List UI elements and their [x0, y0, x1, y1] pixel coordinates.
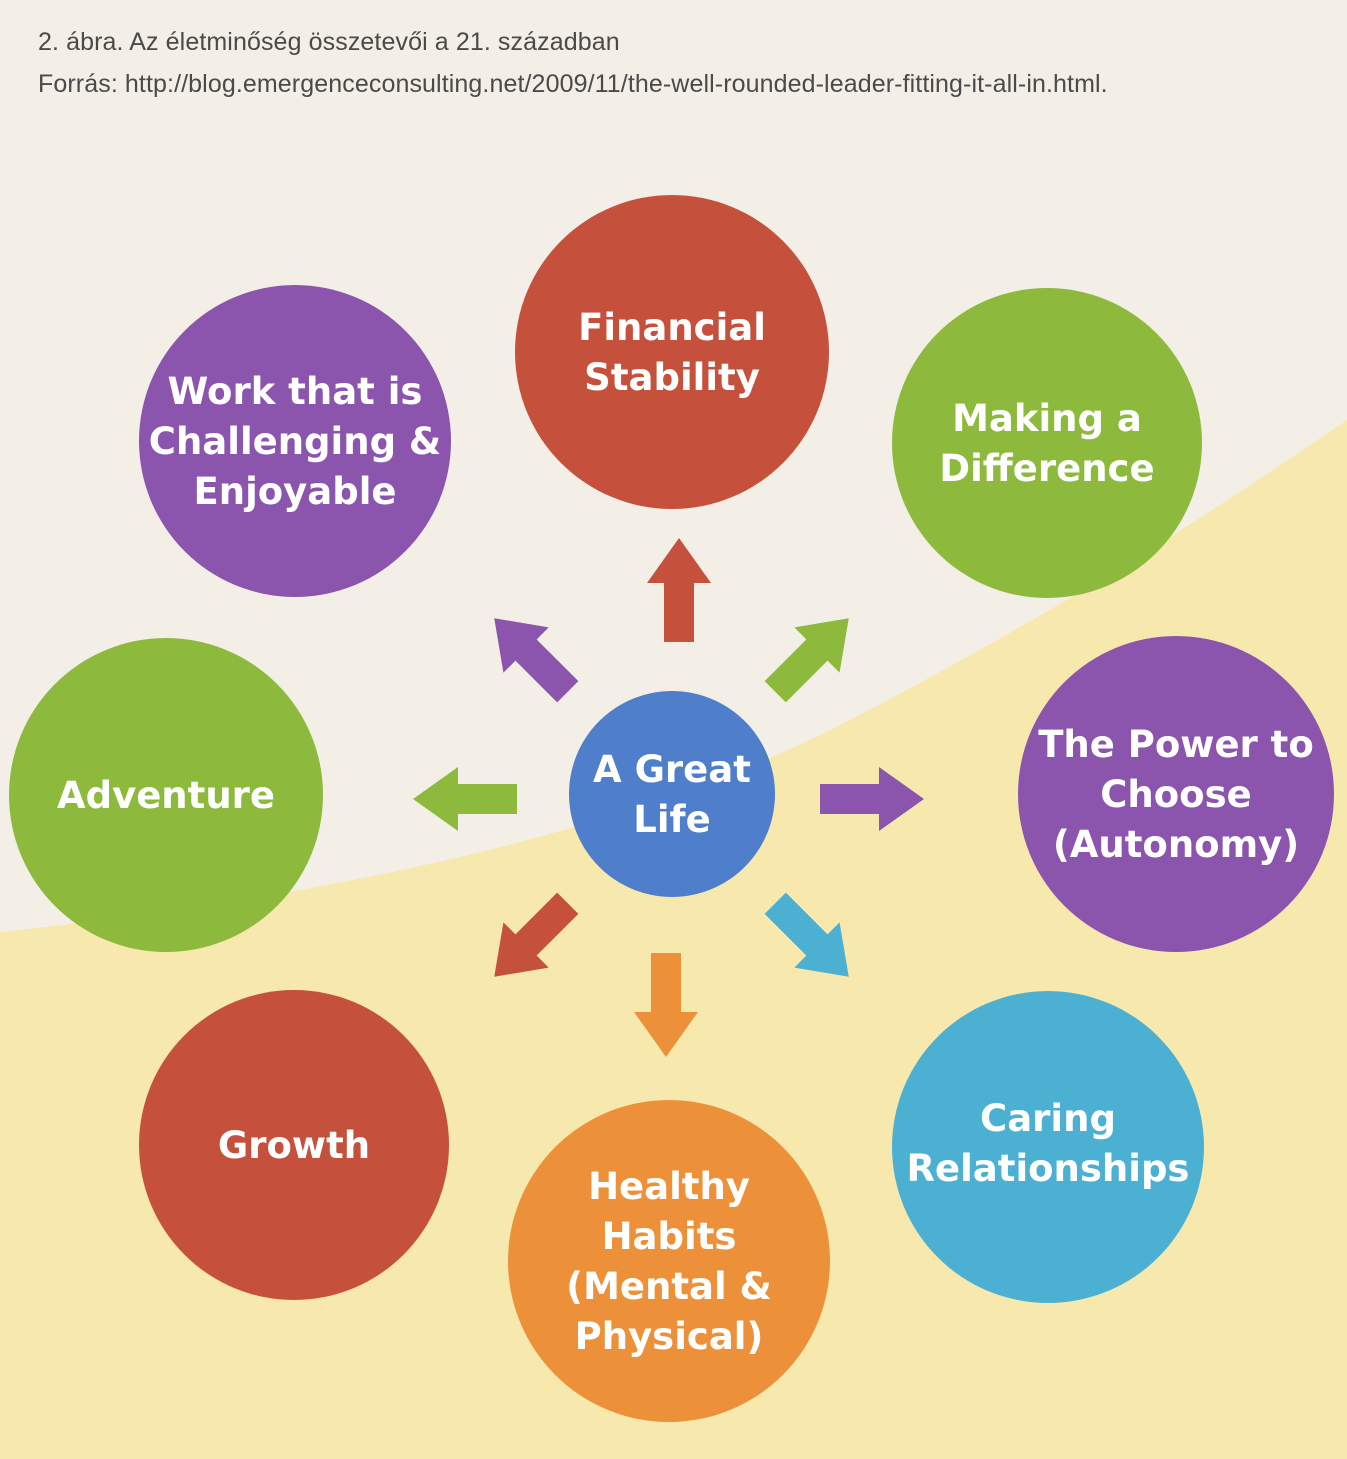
- node-adventure-circle: [9, 638, 323, 952]
- figure-source: Forrás: http://blog.emergenceconsulting.…: [38, 70, 1108, 98]
- figure-title: 2. ábra. Az életminőség összetevői a 21.…: [38, 28, 620, 56]
- node-making-a-difference-circle: [892, 288, 1202, 598]
- arrow-to-making-a-difference: [764, 618, 849, 703]
- node-financial-stability-circle: [515, 195, 829, 509]
- arrow-to-growth: [494, 892, 579, 977]
- node-work-challenging-enjoyable-circle: [139, 285, 451, 597]
- node-growth: Growth: [139, 990, 449, 1300]
- arrow-to-healthy-habits: [634, 953, 698, 1057]
- center-node-circle: [569, 691, 775, 897]
- node-healthy-habits-circle: [508, 1100, 830, 1422]
- node-power-to-choose-circle: [1018, 636, 1334, 952]
- arrow-to-power-to-choose: [820, 767, 924, 831]
- node-growth-label: Growth: [218, 1124, 370, 1167]
- arrow-to-adventure: [413, 767, 517, 831]
- node-growth-circle: [139, 990, 449, 1300]
- arrow-to-caring-relationships: [764, 892, 849, 977]
- arrow-to-work-challenging-enjoyable: [494, 618, 579, 703]
- node-adventure: Adventure: [9, 638, 323, 952]
- arrow-to-financial-stability: [647, 538, 711, 642]
- node-adventure-label: Adventure: [57, 774, 275, 817]
- node-caring-relationships-circle: [892, 991, 1204, 1303]
